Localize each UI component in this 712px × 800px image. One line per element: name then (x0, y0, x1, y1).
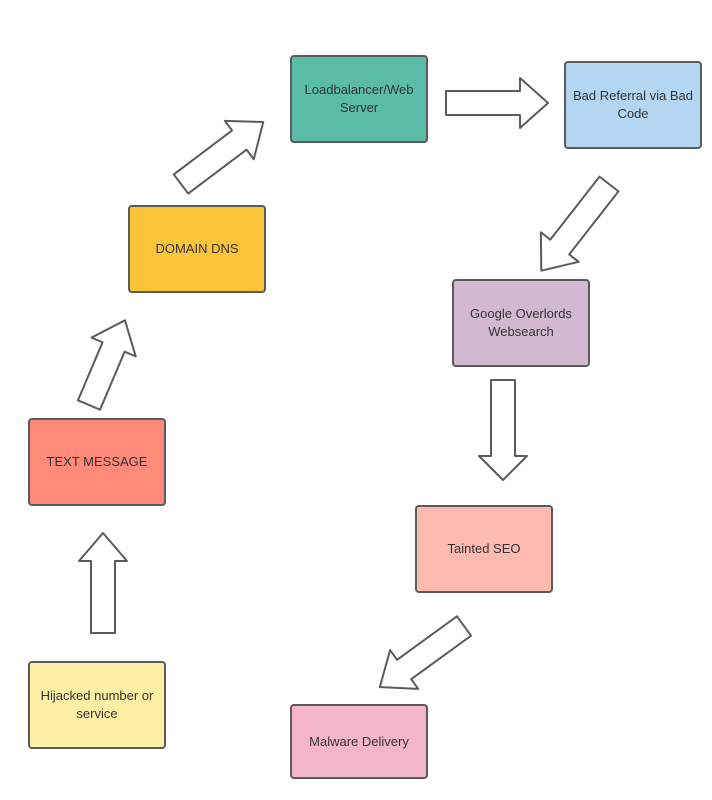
node-label: Hijacked number or service (40, 688, 154, 721)
node-google-websearch: Google Overlords Websearch (452, 279, 590, 367)
arrow-badref-to-google (539, 175, 620, 272)
node-label: Tainted SEO (447, 541, 521, 557)
node-hijacked-number: Hijacked number or service (28, 661, 166, 749)
arrow-lb-to-badref (445, 77, 549, 129)
node-label: Malware Delivery (309, 733, 409, 749)
node-loadbalancer: Loadbalancer/Web Server (290, 55, 428, 143)
node-label: Loadbalancer/Web Server (304, 82, 414, 115)
node-label: Bad Referral via Bad Code (573, 88, 693, 121)
arrow-google-to-seo (478, 379, 528, 481)
node-tainted-seo: Tainted SEO (415, 505, 553, 593)
node-label: TEXT MESSAGE (46, 454, 148, 470)
arrow-text-to-dns (76, 319, 137, 411)
node-label: Google Overlords Websearch (470, 306, 572, 339)
arrow-hijack-to-text (78, 532, 128, 634)
arrow-seo-to-malware (378, 615, 473, 690)
node-text-message: TEXT MESSAGE (28, 418, 166, 506)
node-bad-referral: Bad Referral via Bad Code (564, 61, 702, 149)
node-domain-dns: DOMAIN DNS (128, 205, 266, 293)
node-label: DOMAIN DNS (155, 241, 239, 257)
arrow-dns-to-lb (172, 119, 265, 195)
node-malware-delivery: Malware Delivery (290, 704, 428, 779)
